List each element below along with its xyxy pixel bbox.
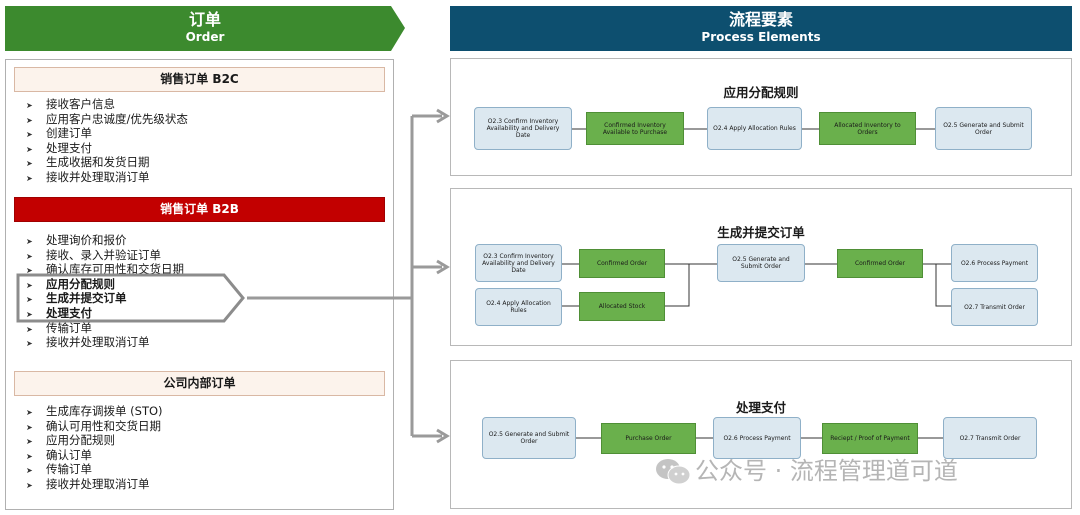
o2-5-process-box: O2.5 Generate and Submit Order [717, 244, 805, 282]
list-item: ➤传输订单 [20, 462, 163, 477]
process-payment-panel: 处理支付 O2.5 Generate and Submit Order Purc… [450, 360, 1072, 509]
b2b-section-header: 销售订单 B2B [14, 197, 385, 222]
arrowhead-bullet-icon: ➤ [26, 251, 33, 261]
submit-flow-lines [562, 263, 951, 307]
internal-list: ➤生成库存调拨单 (STO) ➤确认可用性和交货日期 ➤应用分配规则 ➤确认订单… [20, 404, 163, 492]
arrowhead-bullet-icon: ➤ [26, 115, 33, 125]
list-item: ➤传输订单 [20, 321, 184, 336]
allocation-rules-panel: 应用分配规则 O2.3 Confirm Inventory Availabili… [450, 58, 1072, 176]
o2-6-process-box: O2.6 Process Payment [713, 417, 801, 459]
arrowhead-bullet-icon: ➤ [26, 159, 33, 169]
arrowhead-bullet-icon: ➤ [26, 451, 33, 461]
list-item: ➤确认库存可用性和交货日期 [20, 262, 184, 277]
wechat-icon [656, 459, 691, 485]
receipt-proof-output-box: Reciept / Proof of Payment [822, 423, 918, 454]
list-item: ➤处理询价和报价 [20, 233, 184, 248]
arrowhead-bullet-icon: ➤ [26, 466, 33, 476]
arrowhead-icon [436, 259, 450, 275]
o2-4-process-box: O2.4 Apply Allocation Rules [475, 288, 562, 326]
arrowhead-bullet-icon: ➤ [26, 422, 33, 432]
o2-7-process-box: O2.7 Transmit Order [943, 417, 1037, 459]
arrowhead-bullet-icon: ➤ [26, 408, 33, 417]
arrowhead-bullet-icon: ➤ [26, 144, 33, 154]
list-item: ➤确认可用性和交货日期 [20, 419, 163, 434]
allocated-stock-output-box: Allocated Stock [579, 292, 665, 321]
list-item: ➤创建订单 [20, 126, 188, 141]
payment-panel-title: 处理支付 [735, 400, 786, 415]
o2-5-process-box: O2.5 Generate and Submit Order [482, 417, 576, 459]
confirmed-inventory-output-box: Confirmed Inventory Available to Purchas… [586, 112, 684, 145]
connector-arrows [247, 108, 450, 444]
process-elements-title-cn: 流程要素 [728, 10, 793, 29]
list-item: ➤处理支付 [20, 141, 188, 156]
list-item: ➤接收、录入并验证订单 [20, 248, 184, 263]
confirmed-order-output-box-2: Confirmed Order [837, 249, 923, 278]
order-header-title-en: Order [185, 30, 225, 44]
arrowhead-bullet-icon: ➤ [26, 295, 33, 305]
highlight-chevron-outline [16, 273, 245, 323]
process-elements-header: 流程要素 Process Elements [450, 6, 1072, 51]
payment-flow-lines [576, 437, 943, 439]
arrowhead-bullet-icon: ➤ [26, 280, 33, 290]
list-item: ➤接收并处理取消订单 [20, 335, 184, 350]
b2b-list: ➤处理询价和报价 ➤接收、录入并验证订单 ➤确认库存可用性和交货日期 ➤应用分配… [20, 233, 184, 350]
arrowhead-bullet-icon: ➤ [26, 309, 33, 319]
arrowhead-bullet-icon: ➤ [26, 480, 33, 490]
o2-3-process-box: O2.3 Confirm Inventory Availability and … [475, 244, 562, 282]
list-item: ➤接收并处理取消订单 [20, 477, 163, 492]
list-item: ➤接收并处理取消订单 [20, 170, 188, 185]
arrowhead-bullet-icon: ➤ [26, 437, 33, 447]
order-header-title-cn: 订单 [188, 10, 221, 29]
arrowhead-icon [436, 108, 450, 124]
submit-panel-title: 生成并提交订单 [717, 225, 805, 240]
o2-6-process-box: O2.6 Process Payment [951, 244, 1038, 282]
confirmed-order-output-box: Confirmed Order [579, 249, 665, 278]
b2c-list: ➤接收客户信息 ➤应用客户忠诚度/优先级状态 ➤创建订单 ➤处理支付 ➤生成收据… [20, 97, 188, 185]
list-item: ➤接收客户信息 [20, 97, 188, 112]
arrowhead-bullet-icon: ➤ [26, 339, 33, 349]
o2-4-process-box: O2.4 Apply Allocation Rules [707, 107, 802, 150]
arrowhead-bullet-icon: ➤ [26, 101, 33, 110]
list-item: ➤确认订单 [20, 448, 163, 463]
b2c-section-header: 销售订单 B2C [14, 67, 385, 92]
list-item-highlighted: ➤生成并提交订单 [20, 291, 184, 306]
arrowhead-bullet-icon: ➤ [26, 324, 33, 334]
allocation-panel-title: 应用分配规则 [723, 85, 799, 100]
allocation-flow-lines [572, 128, 935, 130]
purchase-order-output-box: Purchase Order [601, 423, 696, 454]
order-types-panel [5, 59, 394, 510]
list-item: ➤应用客户忠诚度/优先级状态 [20, 112, 188, 127]
arrowhead-bullet-icon: ➤ [26, 130, 33, 140]
list-item: ➤生成库存调拨单 (STO) [20, 404, 163, 419]
list-item: ➤生成收据和发货日期 [20, 155, 188, 170]
list-item: ➤应用分配规则 [20, 433, 163, 448]
o2-3-process-box: O2.3 Confirm Inventory Availability and … [474, 107, 572, 150]
arrowhead-bullet-icon: ➤ [26, 237, 33, 246]
internal-section-header: 公司内部订单 [14, 371, 385, 396]
watermark: 公众号 · 流程管理道可道 [655, 455, 958, 487]
arrowhead-bullet-icon: ➤ [26, 173, 33, 183]
list-item-highlighted: ➤处理支付 [20, 306, 184, 321]
arrowhead-icon [436, 428, 450, 444]
arrowhead-bullet-icon: ➤ [26, 266, 33, 276]
list-item-highlighted: ➤应用分配规则 [20, 277, 184, 292]
generate-submit-panel: 生成并提交订单 O2.3 Confirm Inventory Availabil… [450, 188, 1072, 346]
o2-7-process-box: O2.7 Transmit Order [951, 288, 1038, 326]
o2-5-process-box: O2.5 Generate and Submit Order [935, 107, 1032, 150]
watermark-text: 公众号 · 流程管理道可道 [695, 457, 958, 485]
process-elements-title-en: Process Elements [701, 30, 821, 44]
order-header: 订单 Order [5, 6, 405, 51]
allocated-inventory-output-box: Allocated Inventory to Orders [819, 112, 916, 145]
